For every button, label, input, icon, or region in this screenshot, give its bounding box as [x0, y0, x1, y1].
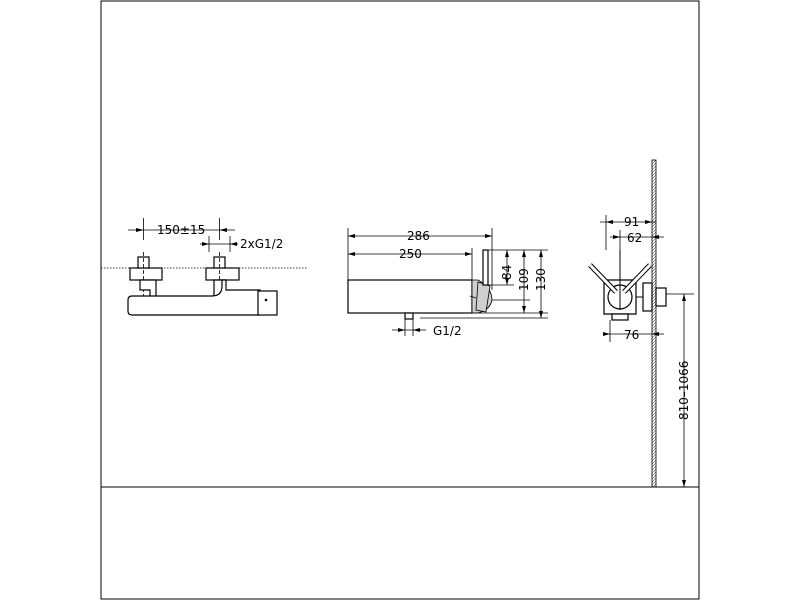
total-length-label: 286 — [407, 229, 430, 243]
drawing-frame — [100, 0, 700, 600]
side-view — [347, 228, 548, 336]
depth-62-label: 62 — [627, 231, 642, 245]
mixer-body-side — [347, 279, 473, 314]
mixer-body-front — [127, 279, 261, 316]
height-130-label: 130 — [534, 268, 548, 291]
depth-91-label: 91 — [624, 215, 639, 229]
height-109-label: 109 — [517, 268, 531, 291]
wall-section — [651, 159, 657, 488]
spacing-label: 150±15 — [157, 223, 205, 237]
mount-height-label: 810–1066 — [677, 361, 691, 420]
depth-76-label: 76 — [624, 328, 639, 342]
front-view — [101, 218, 308, 316]
thermostat-handle — [257, 290, 278, 316]
end-view — [588, 159, 694, 488]
inlet-thread-label: 2xG1/2 — [240, 237, 283, 251]
outlet-thread-label: G1/2 — [433, 324, 462, 338]
body-length-label: 250 — [399, 247, 422, 261]
height-84-label: 84 — [500, 265, 514, 280]
